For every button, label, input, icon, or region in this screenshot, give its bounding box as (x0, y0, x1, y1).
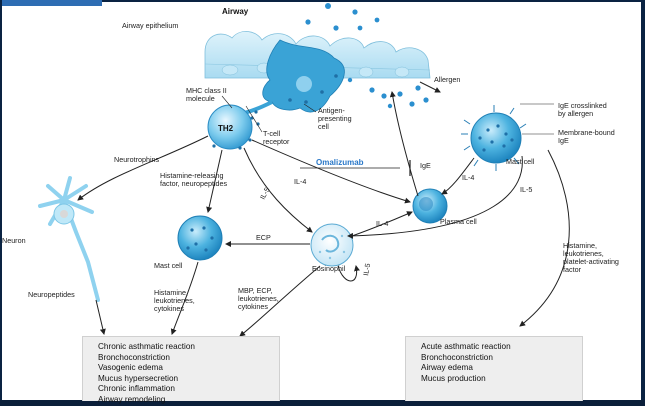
mhc-leader (221, 95, 233, 109)
label-allergen: Allergen (434, 75, 460, 84)
acute-item: Airway edema (421, 363, 473, 373)
label-eos-products-2: leukotrienes, (238, 294, 279, 303)
acute-item: Acute asthmatic reaction (421, 342, 511, 351)
acute-item: Mucus production (421, 373, 486, 383)
label-mast-mediators-1: Histamine, (563, 241, 597, 250)
neuron-cell (38, 176, 100, 302)
label-airway-epithelium: Airway epithelium (122, 21, 178, 30)
arrow-mast-to-acute (519, 149, 570, 327)
label-ige-crosslinked-2: by allergen (558, 109, 593, 118)
label-mast-products-2: leukotrienes, (154, 296, 195, 305)
arrow-allergen (419, 81, 441, 93)
label-mast-mediators-2: leukotrienes, (563, 249, 604, 258)
arrow-neurotrophins (77, 135, 209, 201)
label-il5-b: IL-5 (520, 185, 532, 194)
mast-cell-left (177, 215, 223, 261)
arrow-il5-loop (337, 265, 360, 282)
chronic-item: Vasogenic edema (98, 363, 163, 373)
acute-reaction-box: Acute asthmatic reaction Bronchoconstric… (405, 336, 583, 401)
label-mast-cell-right: Mast cell (506, 157, 535, 166)
pathway-arrows (77, 81, 570, 337)
label-airway: Airway (222, 7, 249, 16)
label-tcell-2: receptor (263, 137, 290, 146)
allergen-particles (305, 3, 429, 109)
label-mast-mediators-3: platelet-activating (563, 257, 619, 266)
label-neurotrophins: Neurotrophins (114, 155, 160, 164)
label-omalizumab: Omalizumab (316, 158, 364, 167)
plasma-cell (412, 188, 448, 224)
arrow-il4-eos (351, 211, 413, 237)
header-logo-bar (2, 0, 102, 6)
chronic-reaction-box: Chronic asthmatic reaction Bronchoconstr… (82, 336, 280, 404)
arrow-il4-mast (441, 157, 475, 195)
label-il4-a: IL-4 (294, 177, 306, 186)
label-apc-2: presenting (318, 114, 352, 123)
label-ige: IgE (420, 161, 431, 170)
label-plasma-cell: Plasma cell (440, 217, 477, 226)
label-apc-1: Antigen- (318, 106, 345, 115)
acute-item: Bronchoconstriction (421, 352, 493, 362)
label-hist-releasing-1: Histamine-releasing (160, 171, 224, 180)
label-mhc-2: molecule (186, 94, 215, 103)
label-mast-cell-left: Mast cell (154, 261, 183, 270)
chronic-item: Mucus hypersecretion (98, 373, 179, 383)
chronic-item: Chronic inflammation (98, 384, 175, 394)
eosinophil-cell (310, 223, 354, 267)
arrow-il5-mast (347, 155, 523, 239)
label-il5-a: IL-5 (258, 186, 272, 201)
tcell-receptor-leader (245, 105, 263, 133)
label-ige-crosslinked-1: IgE crosslinked (558, 101, 607, 110)
th2-label: TH2 (218, 124, 234, 133)
arrow-plasma-to-ige (389, 91, 419, 197)
label-eos-products-1: MBP, ECP, (238, 286, 273, 295)
arrow-mast-to-chronic (170, 261, 199, 335)
arrow-eos-to-chronic (239, 265, 321, 337)
label-mast-products-1: Histamine, (154, 288, 188, 297)
arrow-histamine-releasing (206, 149, 223, 213)
label-tcell-1: T-cell (263, 129, 281, 138)
label-hist-releasing-2: factor, neuropeptides (160, 179, 228, 188)
label-eos-products-3: cytokines (238, 302, 268, 311)
th2-cell: TH2 (207, 104, 260, 150)
arrow-neuron-to-chronic (95, 299, 106, 335)
label-membrane-bound-1: Membrane-bound (558, 128, 615, 137)
apc-leader (303, 103, 317, 113)
label-mast-products-3: cytokines (154, 304, 184, 313)
label-il4-c: IL-4 (376, 219, 388, 228)
label-il5-c: IL-5 (361, 263, 372, 277)
chronic-item: Airway remodeling (98, 394, 166, 404)
mast-cell-right (461, 105, 527, 171)
label-mhc-1: MHC class II (186, 86, 227, 95)
chronic-item: Chronic asthmatic reaction (98, 342, 195, 351)
label-neuron: Neuron (2, 236, 26, 245)
label-eosinophil: Eosinophil (312, 264, 346, 273)
label-il4-b: IL-4 (462, 173, 474, 182)
label-mast-mediators-4: factor (563, 265, 582, 274)
label-neuropeptides: Neuropeptides (28, 290, 75, 299)
label-membrane-bound-2: IgE (558, 136, 569, 145)
label-apc-3: cell (318, 122, 329, 131)
arrow-il4-th2 (251, 139, 411, 204)
label-ecp: ECP (256, 233, 271, 242)
arrow-il5 (243, 147, 313, 233)
chronic-item: Bronchoconstriction (98, 352, 170, 362)
